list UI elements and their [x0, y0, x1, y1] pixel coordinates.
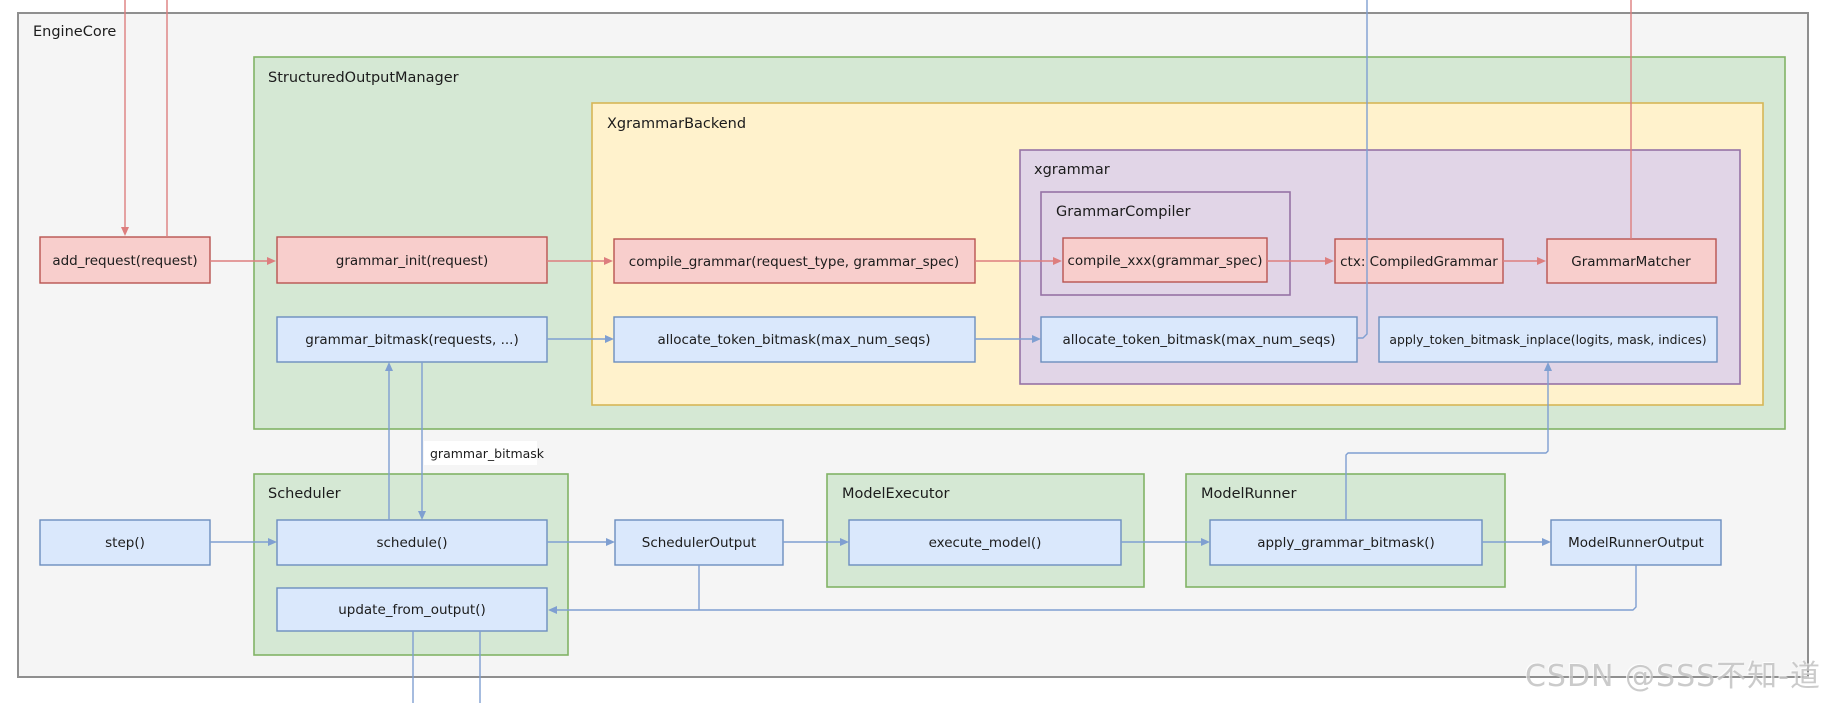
node-step-label: step() [105, 535, 145, 551]
node-add-request-label: add_request(request) [52, 253, 197, 269]
model-runner-label: ModelRunner [1201, 486, 1296, 502]
grammar-bitmask-edge-label: grammar_bitmask [430, 446, 545, 461]
node-execute-model-label: execute_model() [929, 535, 1042, 551]
edge-apply-grammar-bitmask-to-apply-token-bitmask [1345, 362, 1552, 520]
node-ctx-compiled-grammar-label: ctx: CompiledGrammar [1340, 254, 1498, 270]
grammar-compiler-label: GrammarCompiler [1056, 204, 1190, 220]
node-apply-token-bitmask-inplace-label: apply_token_bitmask_inplace(logits, mask… [1389, 332, 1706, 347]
node-apply-grammar-bitmask-label: apply_grammar_bitmask() [1257, 535, 1435, 551]
grammar-bitmask-label-background [424, 441, 537, 465]
node-allocate-token-bitmask-backend-label: allocate_token_bitmask(max_num_seqs) [657, 332, 930, 348]
node-grammar-bitmask [276, 316, 548, 363]
edge-external-to-allocate-xgrammar [1357, 0, 1368, 339]
csdn-watermark: CSDN @SSS不知-道 [1525, 659, 1821, 694]
node-allocate-token-bitmask-xgrammar-label: allocate_token_bitmask(max_num_seqs) [1062, 332, 1335, 348]
structured-output-manager-label: StructuredOutputManager [268, 70, 459, 86]
edges-red [121, 0, 1632, 265]
node-scheduler-output-label: SchedulerOutput [642, 535, 756, 551]
edge-label-group: grammar_bitmask [424, 441, 545, 465]
node-grammar-bitmask-label: grammar_bitmask(requests, ...) [305, 332, 519, 348]
node-grammar-init-label: grammar_init(request) [336, 253, 488, 269]
node-model-runner-output-label: ModelRunnerOutput [1568, 535, 1704, 551]
node-model-runner-output [1550, 519, 1722, 566]
node-allocate-token-bitmask-xgrammar [1040, 316, 1358, 363]
node-step [39, 519, 211, 566]
node-apply-grammar-bitmask [1209, 519, 1483, 566]
xgrammar-label: xgrammar [1034, 162, 1110, 178]
node-grammar-init [276, 236, 548, 284]
edges-blue [210, 0, 1637, 703]
node-compile-xxx-label: compile_xxx(grammar_spec) [1067, 253, 1262, 269]
model-executor-label: ModelExecutor [842, 486, 949, 502]
node-grammar-matcher-label: GrammarMatcher [1571, 254, 1691, 270]
node-update-from-output-label: update_from_output() [338, 602, 486, 618]
node-compile-xxx [1062, 237, 1268, 283]
node-update-from-output [276, 587, 548, 632]
engine-core-label: EngineCore [33, 24, 116, 40]
node-grammar-matcher [1546, 238, 1717, 284]
xgrammar-backend-label: XgrammarBackend [607, 116, 746, 132]
row-grammar-init: add_request(request) grammar_init(reques… [39, 236, 1717, 284]
scheduler-label: Scheduler [268, 486, 341, 502]
node-add-request [39, 236, 211, 284]
node-schedule [276, 519, 548, 566]
node-schedule-label: schedule() [376, 535, 447, 551]
edge-model-runner-output-to-update-from-output [548, 565, 1637, 614]
node-compile-grammar-label: compile_grammar(request_type, grammar_sp… [629, 254, 959, 270]
node-apply-token-bitmask-inplace [1378, 316, 1718, 363]
